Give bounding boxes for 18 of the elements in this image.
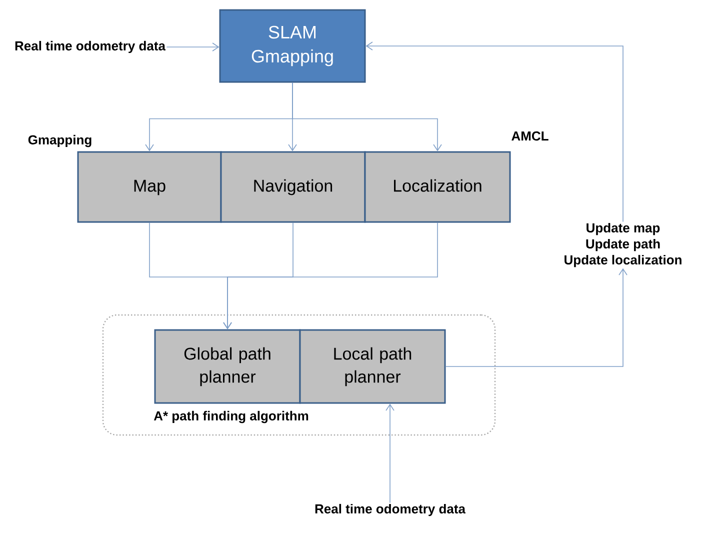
side-label: Gmapping [28, 134, 92, 148]
process-box: SLAM Gmapping [219, 9, 366, 83]
caption-text: A* path finding algorithm [154, 410, 308, 424]
module-box: Navigation [220, 151, 366, 223]
arrow [166, 42, 220, 52]
arrow [366, 42, 624, 222]
input-text: Real time odometry data [15, 40, 166, 54]
arrow [292, 82, 442, 152]
arrow [386, 404, 394, 504]
input-text: Real time odometry data [315, 504, 466, 516]
arrow [445, 268, 628, 367]
module-box: Map [77, 151, 222, 223]
planner-box: Global path planner [154, 329, 301, 404]
update-text: Update map Update path Update localization [564, 222, 682, 268]
planner-box: Local path planner [299, 329, 446, 404]
side-label: AMCL [512, 131, 548, 141]
arrow [223, 222, 438, 330]
module-box: Localization [364, 151, 511, 223]
